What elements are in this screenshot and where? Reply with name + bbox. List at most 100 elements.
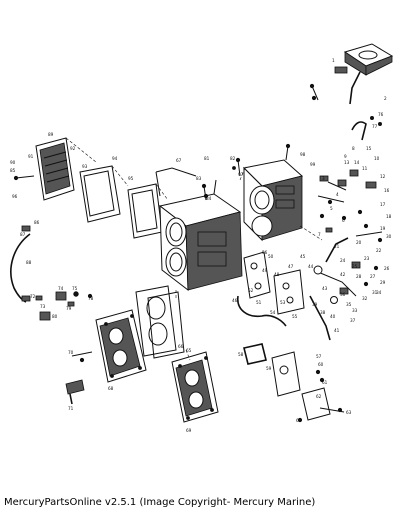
callout-35: 35 (346, 302, 352, 307)
callout-66: 66 (178, 344, 184, 349)
callout-37: 37 (350, 318, 356, 323)
callout-79: 79 (66, 306, 72, 311)
callout-50: 50 (268, 254, 274, 259)
callout-86: 86 (34, 220, 40, 225)
callout-22: 22 (376, 248, 382, 253)
callout-53: 53 (280, 300, 286, 305)
callout-49: 49 (262, 268, 268, 273)
callout-69: 69 (186, 428, 192, 433)
callout-71: 71 (68, 406, 74, 411)
callout-41: 41 (334, 328, 340, 333)
callout-76: 76 (378, 112, 384, 117)
callout-17: 17 (380, 202, 386, 207)
callout-30: 30 (386, 234, 392, 239)
callout-51: 51 (256, 300, 262, 305)
linkage-plate (243, 251, 305, 315)
callout-31: 31 (372, 290, 378, 295)
callout-5: 5 (330, 206, 333, 211)
callout-2: 2 (384, 96, 387, 101)
callout-38: 38 (320, 310, 326, 315)
callout-32: 32 (362, 296, 368, 301)
callout-95: 95 (128, 176, 134, 181)
callout-28: 28 (356, 274, 362, 279)
callout-56: 56 (262, 250, 268, 255)
callout-15: 15 (366, 146, 372, 151)
lower-bracket (243, 343, 345, 423)
callout-1: 1 (332, 58, 335, 63)
top-fasteners (203, 157, 241, 201)
callout-34: 34 (376, 290, 382, 295)
callout-97: 97 (238, 172, 244, 177)
callouts: 1 2 3 4 5 6 7 8 9 10 11 12 13 14 15 16 1… (10, 58, 392, 433)
callout-90: 90 (10, 160, 16, 165)
callout-59: 59 (266, 366, 272, 371)
image-copyright-caption: MercuryPartsOnline v2.5.1 (Image Copyrig… (4, 497, 316, 508)
clip-part (351, 116, 382, 141)
head-gaskets (135, 285, 185, 359)
callout-24: 24 (340, 258, 346, 263)
callout-60: 60 (318, 362, 324, 367)
cover-gaskets (79, 165, 163, 239)
callout-23: 23 (364, 256, 370, 261)
mounting-bracket (309, 43, 394, 105)
callout-91: 91 (28, 154, 34, 159)
callout-27: 27 (370, 274, 376, 279)
callout-64: 64 (296, 418, 302, 423)
cylinder-head-center (171, 351, 219, 423)
callout-6: 6 (342, 218, 345, 223)
callout-83: 83 (196, 176, 202, 181)
callout-61: 61 (322, 380, 328, 385)
callout-26: 26 (384, 266, 390, 271)
fasteners-right (317, 169, 377, 233)
callout-11: 11 (362, 166, 368, 171)
callout-82: 82 (230, 156, 236, 161)
callout-89: 89 (48, 132, 54, 137)
callout-99: 99 (310, 162, 316, 167)
callout-25: 25 (352, 264, 358, 269)
callout-12: 12 (380, 174, 386, 179)
callout-44: 44 (308, 264, 314, 269)
callout-87: 87 (20, 232, 26, 237)
callout-65: 65 (186, 348, 192, 353)
callout-46: 46 (232, 298, 238, 303)
leader-lines (65, 137, 323, 361)
callout-20: 20 (356, 240, 362, 245)
callout-93: 93 (82, 164, 88, 169)
callout-16: 16 (384, 188, 390, 193)
callout-78: 78 (88, 296, 94, 301)
callout-39: 39 (312, 302, 318, 307)
callout-73: 73 (40, 304, 46, 309)
crankcase-cover (242, 143, 304, 242)
callout-54: 54 (270, 310, 276, 315)
callout-88: 88 (26, 260, 32, 265)
callout-68: 68 (108, 386, 114, 391)
callout-8: 8 (352, 146, 355, 151)
callout-75: 75 (72, 286, 78, 291)
callout-36: 36 (340, 292, 346, 297)
callout-77: 77 (372, 124, 378, 129)
callout-19: 19 (380, 226, 386, 231)
callout-84: 84 (206, 196, 212, 201)
cylinder-block (158, 179, 243, 292)
callout-9: 9 (344, 154, 347, 159)
spark-plug (65, 351, 93, 405)
callout-7: 7 (318, 232, 321, 237)
callout-96: 96 (12, 194, 18, 199)
callout-18: 18 (386, 214, 392, 219)
callout-62: 62 (316, 394, 322, 399)
callout-80: 80 (52, 314, 58, 319)
callout-10: 10 (374, 156, 380, 161)
fasteners-left (35, 291, 93, 321)
callout-13: 13 (344, 160, 350, 165)
callout-57: 57 (316, 354, 322, 359)
throttle-linkage (309, 209, 383, 341)
callout-72: 72 (30, 294, 36, 299)
callout-70: 70 (68, 350, 74, 355)
water-hose (10, 225, 31, 303)
callout-48: 48 (274, 272, 280, 277)
callout-63: 63 (346, 410, 352, 415)
callout-40: 40 (330, 314, 336, 319)
callout-33: 33 (352, 308, 358, 313)
callout-58: 58 (238, 352, 244, 357)
